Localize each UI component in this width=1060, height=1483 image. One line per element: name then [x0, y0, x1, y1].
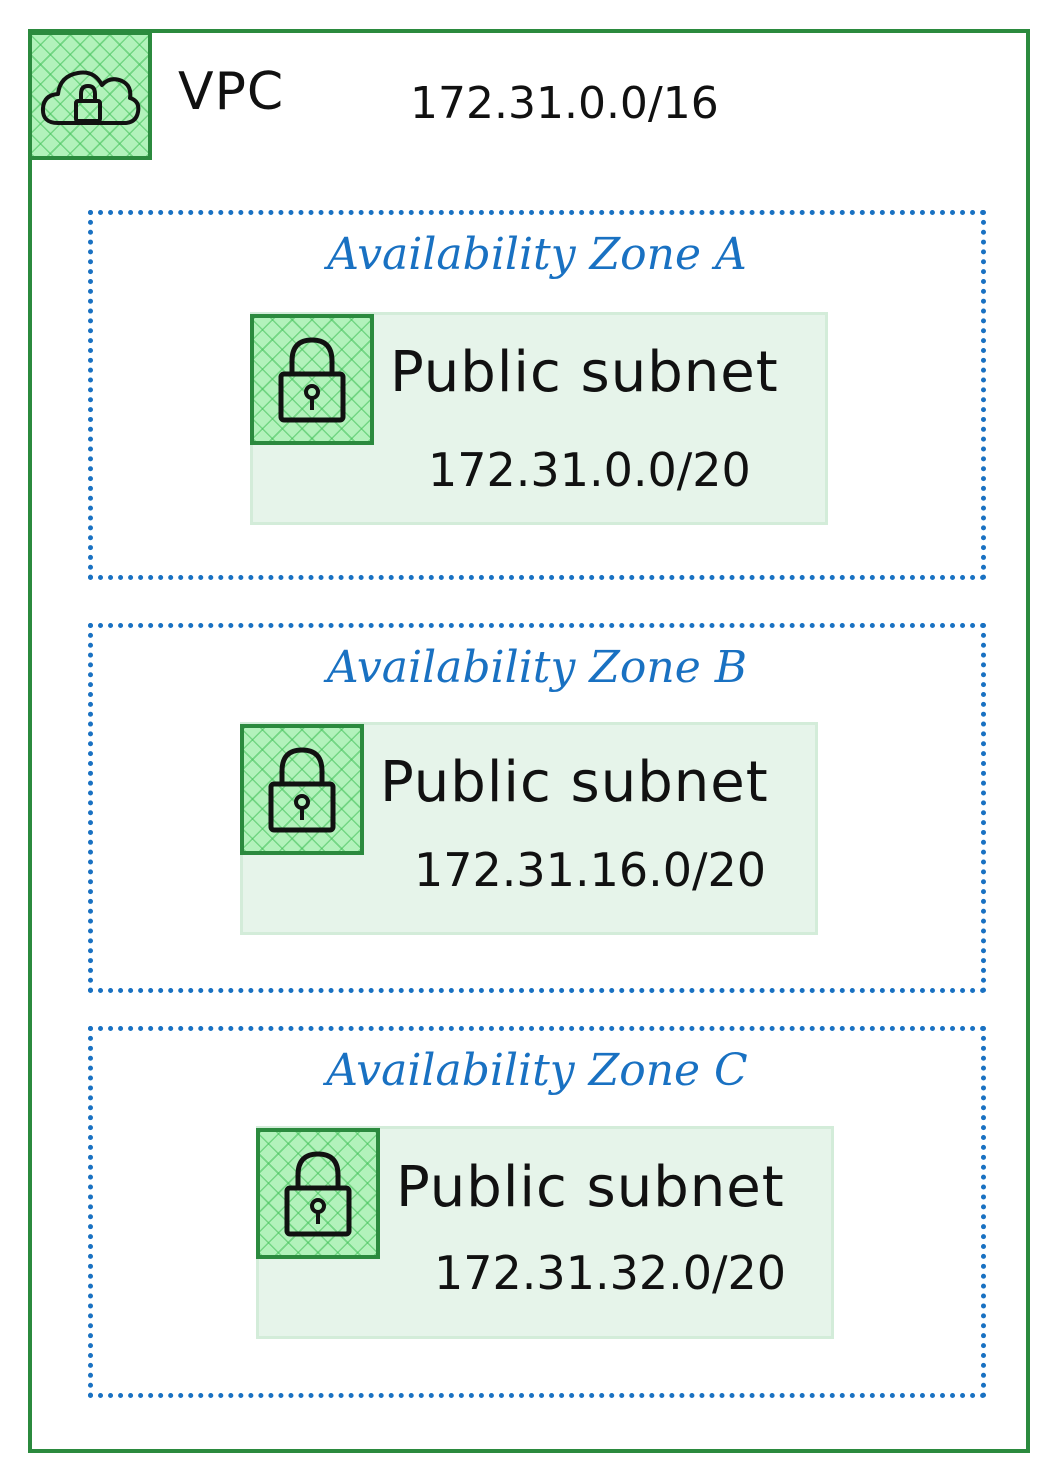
- vpc-label: VPC: [178, 62, 285, 122]
- zone-title: Availability Zone A: [327, 229, 747, 280]
- subnet-cidr: 172.31.0.0/20: [428, 443, 751, 497]
- availability-zone-c: Availability Zone C: [88, 1026, 986, 1398]
- subnet-b-icon-tile: [240, 724, 364, 855]
- zone-title: Availability Zone C: [326, 1045, 748, 1096]
- subnet-label: Public subnet: [390, 340, 779, 405]
- zone-title: Availability Zone B: [326, 642, 748, 693]
- vpc-container: [28, 29, 1030, 1453]
- availability-zone-a: Availability Zone A: [88, 210, 986, 580]
- subnet-cidr: 172.31.16.0/20: [414, 843, 767, 897]
- subnet-c-icon-tile: [256, 1128, 380, 1259]
- vpc-icon-tile: [28, 31, 152, 160]
- lock-icon: [278, 336, 346, 422]
- lock-icon: [284, 1150, 352, 1236]
- vpc-cidr: 172.31.0.0/16: [410, 78, 719, 129]
- subnet-label: Public subnet: [380, 750, 769, 815]
- subnet-a-icon-tile: [250, 314, 374, 445]
- subnet-cidr: 172.31.32.0/20: [434, 1246, 787, 1300]
- subnet-label: Public subnet: [396, 1155, 785, 1220]
- availability-zone-b: Availability Zone B: [88, 623, 986, 993]
- lock-icon: [268, 746, 336, 832]
- cloud-lock-icon: [40, 70, 141, 125]
